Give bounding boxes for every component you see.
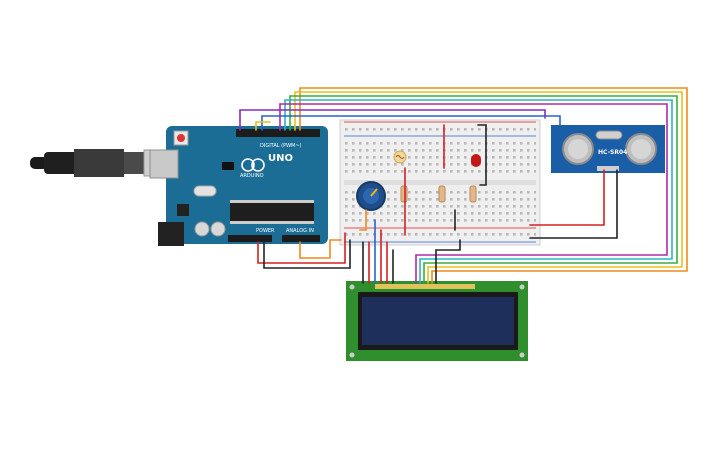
voltage-regulator <box>177 204 189 216</box>
wire-gray-led[interactable] <box>477 124 487 186</box>
wire-black-lcd-3[interactable] <box>435 239 461 284</box>
photoresistor[interactable] <box>393 150 407 164</box>
wire-green-top[interactable] <box>289 95 678 284</box>
lcd-pin-header[interactable] <box>375 284 475 289</box>
icsp-header <box>222 162 234 170</box>
sensor-model: HC-SR04 <box>598 149 627 156</box>
usb-socket <box>149 149 179 179</box>
breadboard-terminal-top[interactable] <box>344 139 536 176</box>
resistor-2[interactable] <box>438 185 446 203</box>
wire-blue-top[interactable] <box>261 115 561 131</box>
digital-label: DIGITAL (PWM~) <box>260 143 302 149</box>
wire-orange-top[interactable] <box>299 87 688 284</box>
resistor-1[interactable] <box>400 185 408 203</box>
resistor-3[interactable] <box>469 185 477 203</box>
capacitor-2 <box>210 221 226 237</box>
wire-orange-pot[interactable] <box>359 209 367 231</box>
wire-black-sensor[interactable] <box>529 169 618 239</box>
usb-plug-body <box>74 149 124 177</box>
board-brand: UNO <box>268 153 293 164</box>
reset-button-cap[interactable] <box>177 134 185 142</box>
crystal-oscillator <box>193 185 217 197</box>
wire-magenta-top[interactable] <box>279 103 668 284</box>
wire-cyan-top[interactable] <box>284 99 673 284</box>
wire-orange-analog[interactable] <box>299 239 342 259</box>
analog-header[interactable] <box>282 235 320 242</box>
board-logo-text: ARDUINO <box>240 173 264 179</box>
sensor-pin-header[interactable] <box>597 166 619 171</box>
wires <box>239 87 688 284</box>
wire-yellow-short[interactable] <box>255 121 271 131</box>
potentiometer[interactable] <box>356 181 386 211</box>
wire-red-sensor[interactable] <box>529 169 605 226</box>
wire-yellow-top[interactable] <box>294 91 683 284</box>
ultrasonic-sensor[interactable]: HC-SR04 <box>551 125 665 173</box>
sensor-crystal <box>595 130 623 140</box>
arduino-uno-board[interactable]: UNO ARDUINO DIGITAL (PWM~) POWER ANALOG … <box>149 126 328 246</box>
wire-purple-top[interactable] <box>239 109 546 131</box>
capacitor-1 <box>194 221 210 237</box>
lcd-display[interactable] <box>346 281 528 361</box>
power-header[interactable] <box>228 235 272 242</box>
wire-black-gnd[interactable] <box>263 239 351 269</box>
power-label: POWER <box>256 228 275 234</box>
analog-label: ANALOG IN <box>286 228 314 234</box>
led-red[interactable] <box>471 154 481 167</box>
breadboard-rail-top[interactable] <box>344 124 536 134</box>
breadboard-rail-bottom[interactable] <box>344 230 536 240</box>
atmega-chip <box>230 202 314 222</box>
wire-red-5v[interactable] <box>257 232 346 264</box>
lcd-screen <box>362 297 514 345</box>
arduino-logo-icon <box>241 158 255 172</box>
power-jack <box>158 222 184 246</box>
